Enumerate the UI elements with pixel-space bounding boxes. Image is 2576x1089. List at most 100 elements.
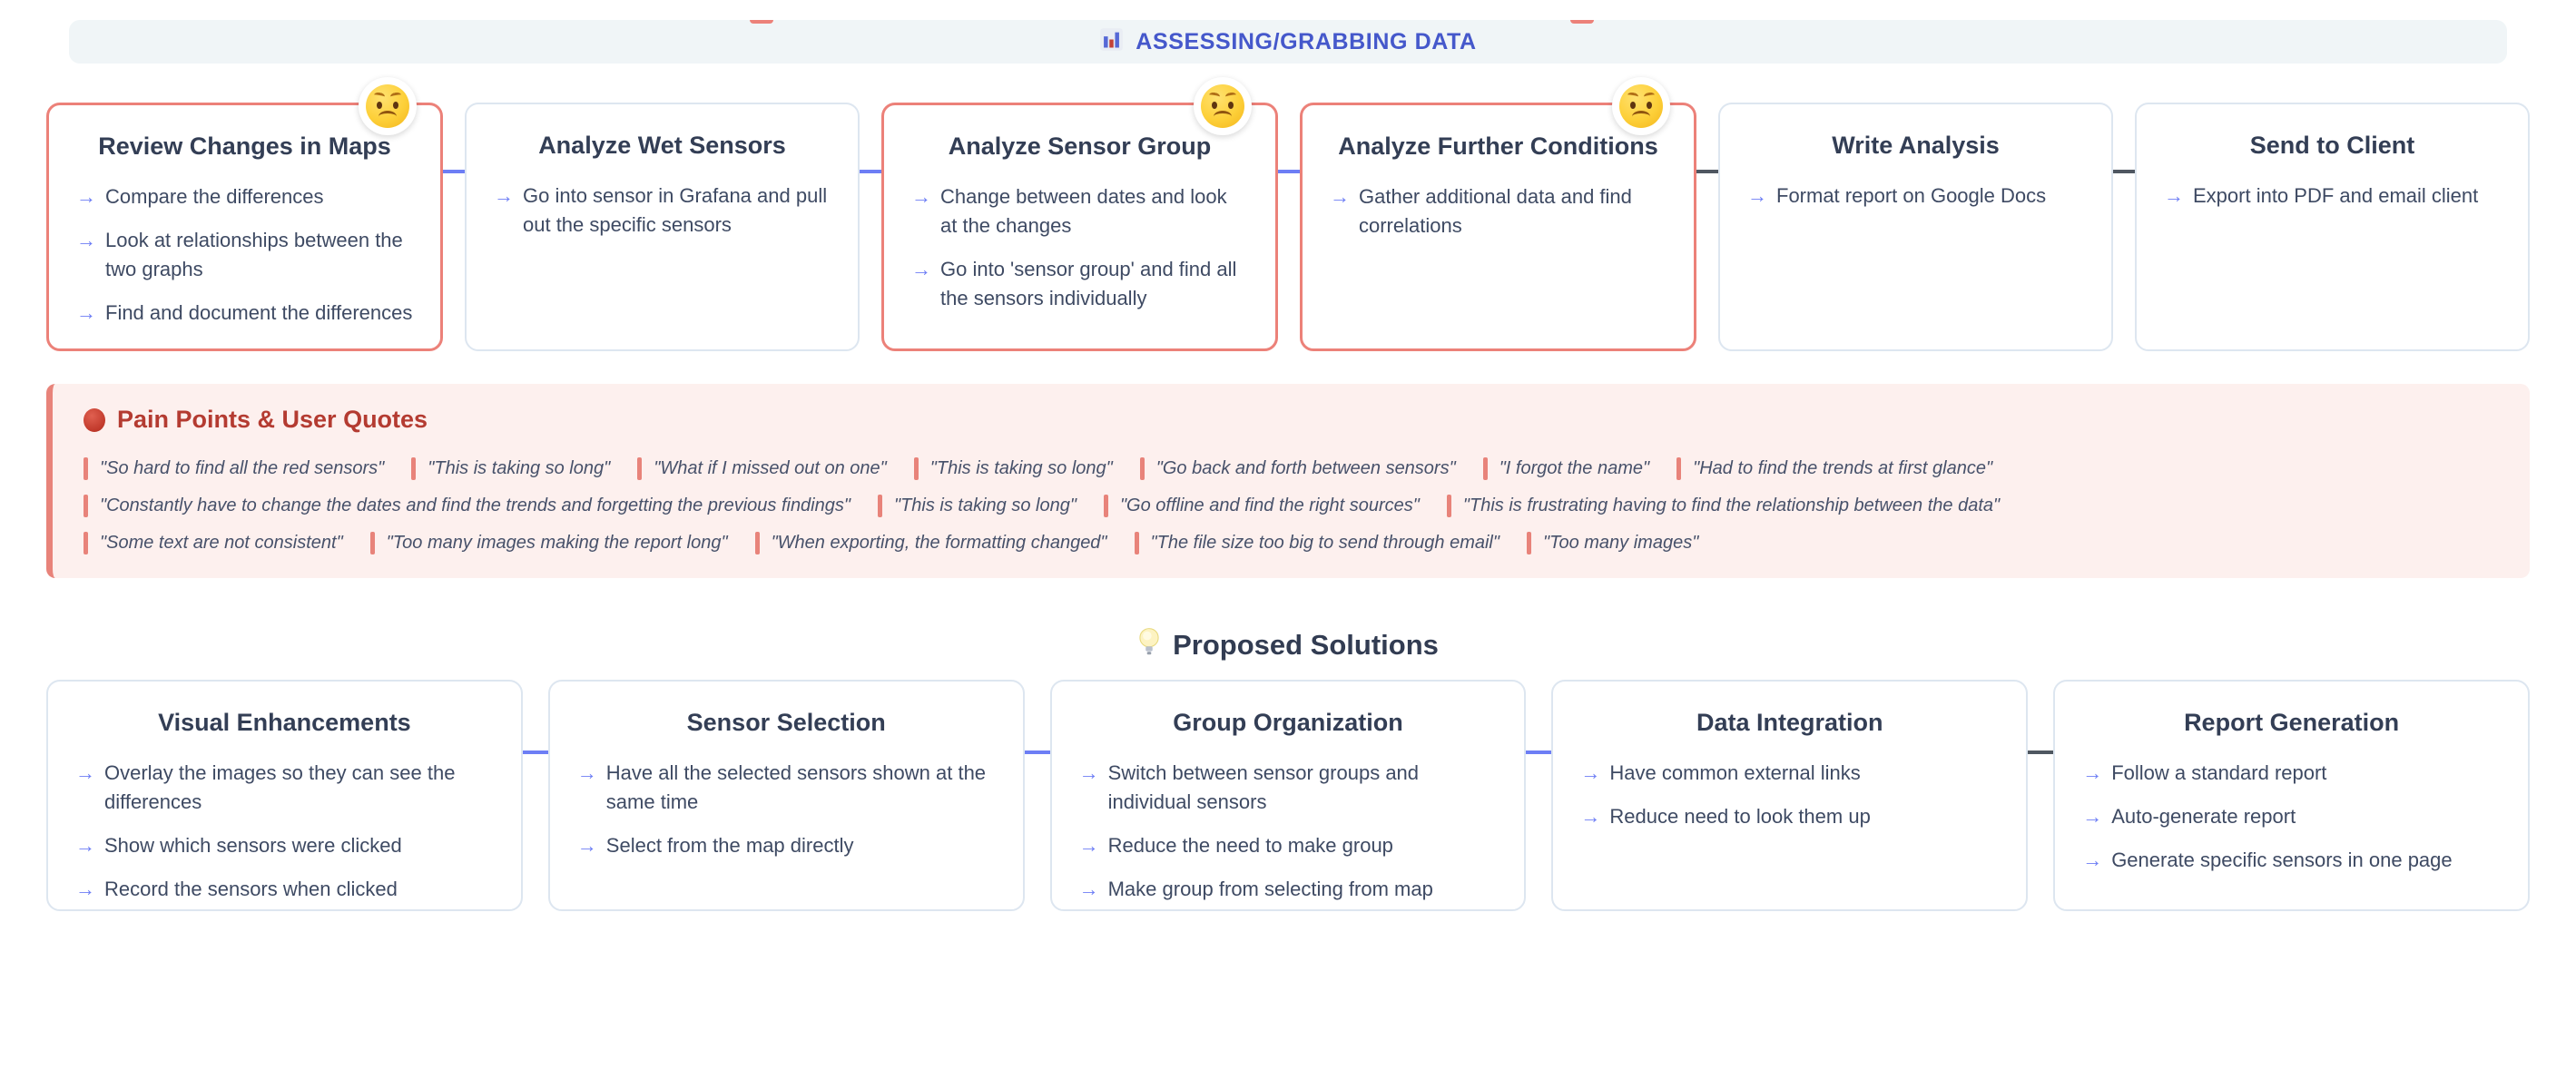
pain-points-panel: Pain Points & User Quotes "So hard to fi… xyxy=(46,384,2530,578)
solution-title: Visual Enhancements xyxy=(158,709,411,736)
arrow-right-icon: → xyxy=(1747,184,1767,207)
arrow-right-icon: → xyxy=(76,185,96,208)
step-card-analyze-sensor-group: Analyze Sensor Group → Change between da… xyxy=(881,77,1278,351)
solution-item: → Have all the selected sensors shown at… xyxy=(577,759,996,817)
step-connector xyxy=(1696,170,1718,173)
pain-points-header: Pain Points & User Quotes xyxy=(84,406,2499,434)
worried-face-icon xyxy=(366,84,409,128)
solution-item-label: Auto-generate report xyxy=(2111,804,2296,828)
solution-connector xyxy=(1024,751,1050,754)
cropped-card-edge xyxy=(750,20,773,24)
step-card-analyze-wet-sensors: Analyze Wet Sensors → Go into sensor in … xyxy=(465,103,860,351)
step-item-label: Change between dates and look at the cha… xyxy=(940,185,1227,237)
solution-card-visual-enhancements: Visual Enhancements → Overlay the images… xyxy=(46,680,523,911)
step-item: → Look at relationships between the two … xyxy=(76,226,413,284)
arrow-right-icon: → xyxy=(911,257,931,280)
worried-face-badge xyxy=(359,77,417,135)
solution-item-label: Overlay the images so they can see the d… xyxy=(104,761,456,813)
step-title: Analyze Wet Sensors xyxy=(538,132,786,159)
user-quote: "Too many images" xyxy=(1526,532,1699,554)
solution-item-label: Reduce need to look them up xyxy=(1609,804,1871,828)
quote-bar-icon xyxy=(1134,532,1139,554)
user-quote: "Go back and forth between sensors" xyxy=(1139,457,1456,480)
quote-bar-icon xyxy=(913,457,919,480)
solution-title: Data Integration xyxy=(1696,709,1883,736)
arrow-right-icon: → xyxy=(1330,185,1350,208)
step-item: → Find and document the differences xyxy=(76,299,413,328)
quote-bar-icon xyxy=(1139,457,1145,480)
step-item-label: Look at relationships between the two gr… xyxy=(105,228,403,280)
proposed-solutions-title: Proposed Solutions xyxy=(1173,628,1439,661)
quote-bar-icon xyxy=(877,495,882,517)
step-connector xyxy=(1278,170,1300,173)
arrow-right-icon: → xyxy=(75,833,95,857)
arrow-right-icon: → xyxy=(2164,184,2184,207)
user-quote: "What if I missed out on one" xyxy=(637,457,887,480)
arrow-right-icon: → xyxy=(1078,833,1099,857)
solution-item: → Generate specific sensors in one page xyxy=(2082,846,2501,875)
step-title: Send to Client xyxy=(2249,132,2415,159)
arrow-right-icon: → xyxy=(911,185,931,208)
arrow-right-icon: → xyxy=(1580,804,1601,828)
step-item-label: Export into PDF and email client xyxy=(2193,184,2479,207)
quote-bar-icon xyxy=(1446,495,1451,517)
user-quote: "Constantly have to change the dates and… xyxy=(84,495,850,517)
arrow-right-icon: → xyxy=(76,300,96,324)
arrow-right-icon: → xyxy=(76,228,96,251)
step-item-label: Compare the differences xyxy=(105,185,324,208)
worried-face-icon xyxy=(1201,84,1244,128)
quote-row: "Constantly have to change the dates and… xyxy=(84,495,2499,517)
solution-card-report-generation: Report Generation → Follow a standard re… xyxy=(2053,680,2530,911)
quote-bar-icon xyxy=(1103,495,1108,517)
step-item: → Change between dates and look at the c… xyxy=(911,182,1248,240)
quote-text: "Some text are not consistent" xyxy=(100,533,343,553)
quote-text: "Had to find the trends at first glance" xyxy=(1693,458,1993,478)
quote-text: "Go offline and find the right sources" xyxy=(1119,495,1420,515)
solution-connector xyxy=(522,751,548,754)
step-item: → Compare the differences xyxy=(76,182,413,211)
step-item: → Go into 'sensor group' and find all th… xyxy=(911,255,1248,313)
quote-bar-icon xyxy=(637,457,643,480)
arrow-right-icon: → xyxy=(75,877,95,900)
quote-text: "Go back and forth between sensors" xyxy=(1155,458,1456,478)
step-item: → Export into PDF and email client xyxy=(2164,182,2501,211)
quote-text: "When exporting, the formatting changed" xyxy=(771,533,1107,553)
solution-item: → Select from the map directly xyxy=(577,831,996,860)
solution-item: → Switch between sensor groups and indiv… xyxy=(1079,759,1498,817)
solution-connector xyxy=(1526,751,1552,754)
quote-text: "So hard to find all the red sensors" xyxy=(100,458,385,478)
bar-chart-icon xyxy=(1099,27,1124,56)
quote-text: "I forgot the name" xyxy=(1499,458,1650,478)
quote-bar-icon xyxy=(84,495,88,517)
arrow-right-icon: → xyxy=(1078,877,1099,900)
solutions-row: Visual Enhancements → Overlay the images… xyxy=(46,680,2530,911)
step-item-label: Go into sensor in Grafana and pull out t… xyxy=(523,184,828,236)
quote-text: "The file size too big to send through e… xyxy=(1150,533,1499,553)
user-quote: "The file size too big to send through e… xyxy=(1134,532,1499,554)
user-quote: "This is frustrating having to find the … xyxy=(1446,495,2000,517)
solution-card-sensor-selection: Sensor Selection → Have all the selected… xyxy=(547,680,1025,911)
quote-bar-icon xyxy=(1676,457,1682,480)
step-connector xyxy=(443,170,465,173)
solution-item-label: Follow a standard report xyxy=(2111,761,2327,784)
quote-text: "Too many images making the report long" xyxy=(386,533,728,553)
user-quote: "This is taking so long" xyxy=(913,457,1113,480)
quote-text: "Too many images" xyxy=(1542,533,1699,553)
quote-bar-icon xyxy=(1482,457,1488,480)
step-item: → Gather additional data and find correl… xyxy=(1330,182,1667,240)
user-quote: "This is taking so long" xyxy=(411,457,610,480)
quote-row: "Some text are not consistent" "Too many… xyxy=(84,532,2499,554)
section-header-assessing: ASSESSING/GRABBING DATA xyxy=(69,20,2507,64)
step-card-send-to-client: Send to Client → Export into PDF and ema… xyxy=(2135,103,2530,351)
pain-points-title: Pain Points & User Quotes xyxy=(117,406,428,433)
lightbulb-icon xyxy=(1137,627,1161,662)
arrow-right-icon: → xyxy=(1580,761,1601,784)
solution-connector xyxy=(2028,751,2054,754)
worried-face-badge xyxy=(1194,77,1252,135)
quote-bar-icon xyxy=(411,457,417,480)
user-quote: "I forgot the name" xyxy=(1482,457,1650,480)
quote-text: "Constantly have to change the dates and… xyxy=(100,495,850,515)
arrow-right-icon: → xyxy=(2082,848,2103,871)
step-item-label: Go into 'sensor group' and find all the … xyxy=(940,257,1237,309)
user-quote: "Had to find the trends at first glance" xyxy=(1676,457,1992,480)
